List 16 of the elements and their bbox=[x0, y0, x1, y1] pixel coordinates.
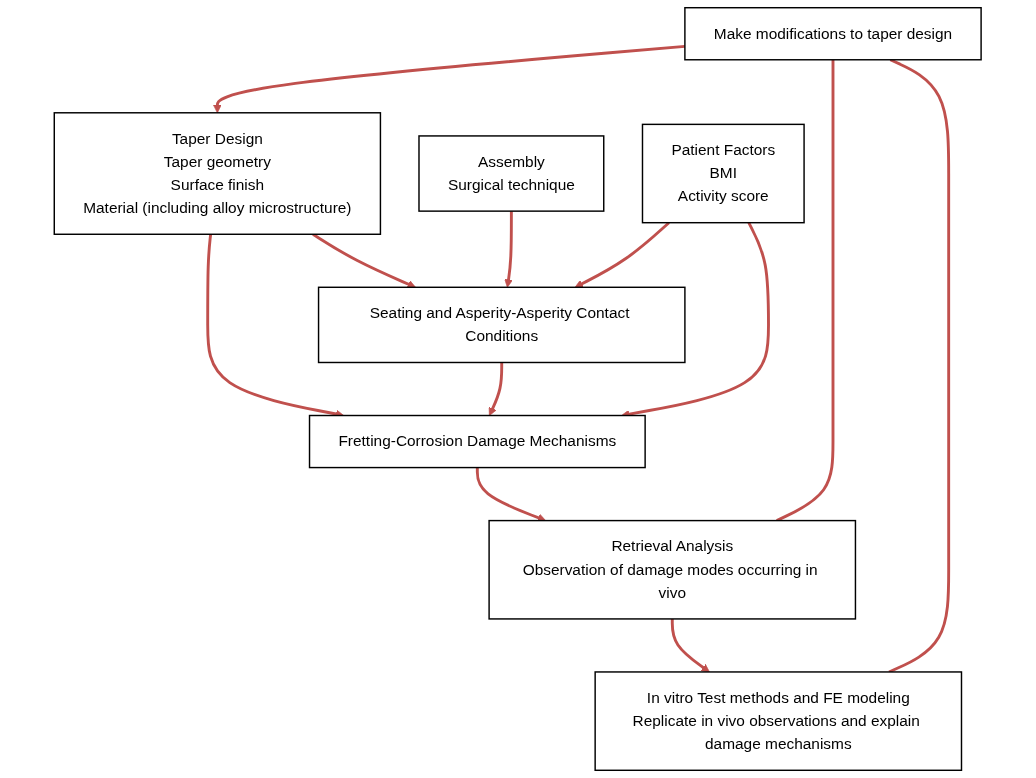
connector bbox=[776, 59, 835, 522]
node-box: In vitro Test methods and FE modeling Replicate in vivo observations and explain damage mechanisms bbox=[594, 671, 963, 771]
node-box: Retrieval Analysis Observation of damage modes occurring in vivo bbox=[488, 519, 857, 620]
arrow bbox=[213, 44, 686, 114]
node-box: Make modifications to taper design bbox=[684, 7, 983, 61]
node-box: Patient Factors BMI Activity score bbox=[642, 123, 806, 224]
node-box: Seating and Asperity-Asperity Contact Conditions bbox=[318, 286, 686, 364]
arrow bbox=[671, 618, 711, 673]
node-box: Taper Design Taper geometry Surface finish Material (including alloy microstructure) bbox=[53, 112, 382, 235]
arrow bbox=[489, 362, 504, 416]
arrow bbox=[476, 467, 547, 522]
arrow bbox=[312, 233, 417, 289]
node-box: Assembly Surgical technique bbox=[418, 135, 605, 212]
node-box: Fretting-Corrosion Damage Mechanisms bbox=[309, 414, 647, 469]
arrow bbox=[575, 221, 671, 288]
arrow bbox=[504, 211, 514, 288]
